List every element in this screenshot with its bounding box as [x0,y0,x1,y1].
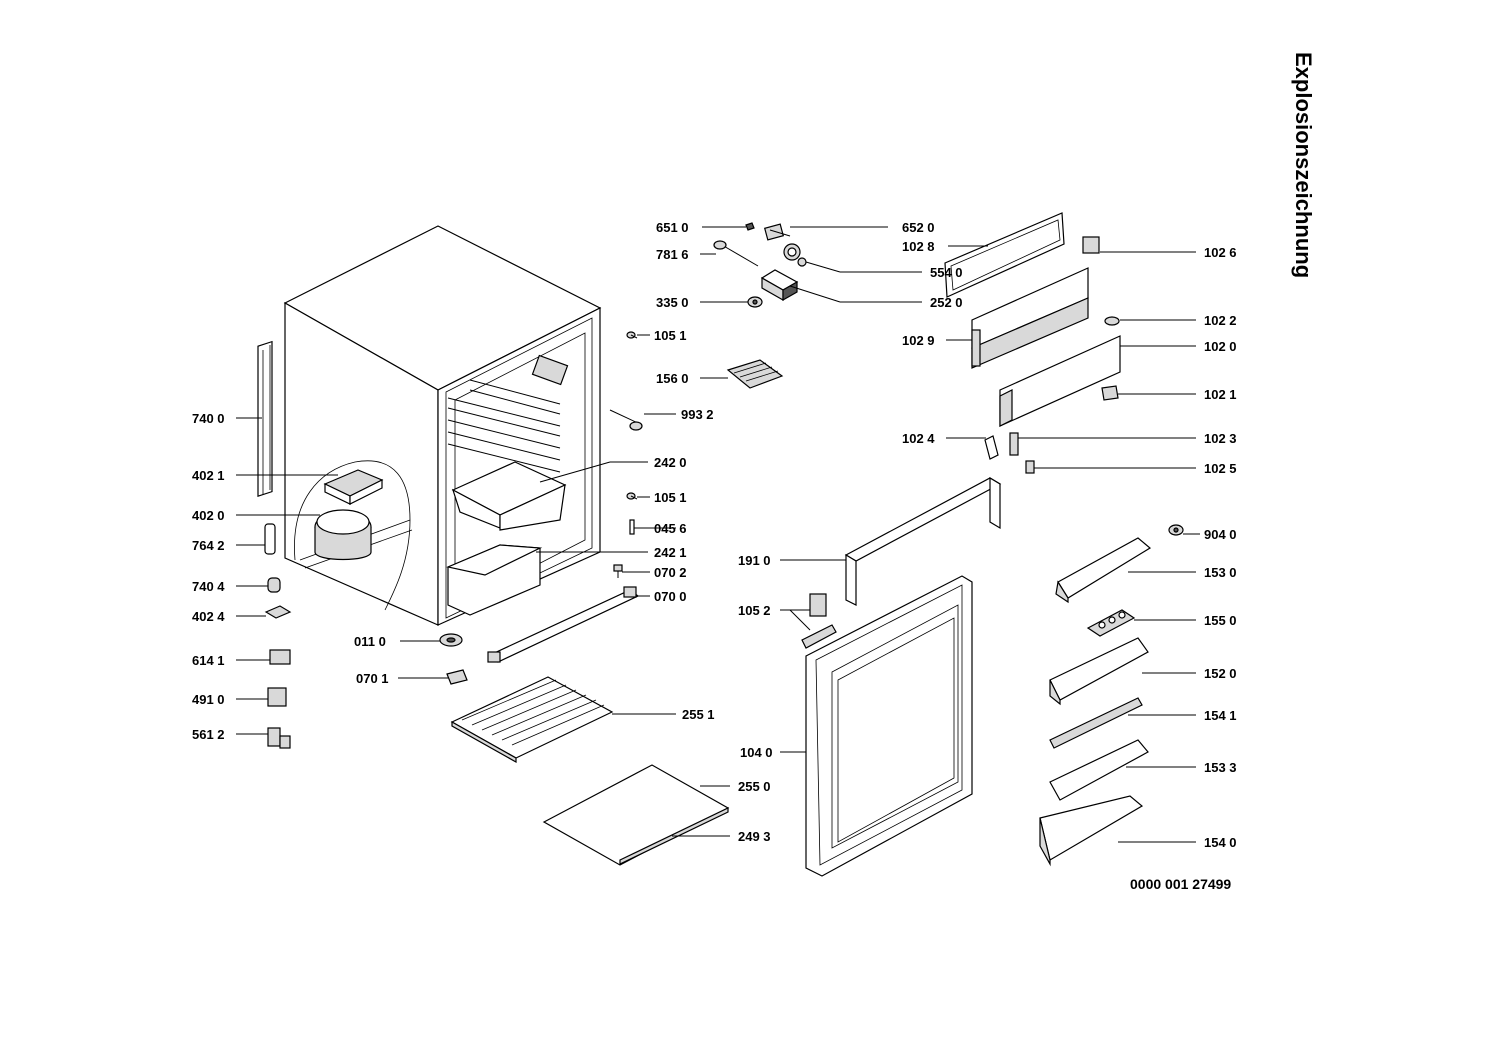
label-255-1: 255 1 [682,707,715,722]
label-335-0: 335 0 [656,295,689,310]
wire-shelf [450,676,614,764]
clip-070-2 [613,564,623,578]
label-740-4: 740 4 [192,579,225,594]
label-153-0: 153 0 [1204,565,1237,580]
label-102-1: 102 1 [1204,387,1237,402]
label-651-0: 651 0 [656,220,689,235]
label-102-6: 102 6 [1204,245,1237,260]
label-154-0: 154 0 [1204,835,1237,850]
screw-105-1b [626,492,638,500]
label-402-4: 402 4 [192,609,225,624]
label-904-0: 904 0 [1204,527,1237,542]
label-255-0: 255 0 [738,779,771,794]
door-shelves [1039,524,1184,867]
label-740-0: 740 0 [192,411,225,426]
leader-lines [236,226,1200,843]
label-764-2: 764 2 [192,538,225,553]
label-156-0: 156 0 [656,371,689,386]
label-105-2: 105 2 [738,603,771,618]
label-153-3: 153 3 [1204,760,1237,775]
label-993-2: 993 2 [681,407,714,422]
label-614-1: 614 1 [192,653,225,668]
probe [609,409,643,431]
label-554-0: 554 0 [930,265,963,280]
foot-011-0 [439,633,463,647]
door-frame [844,476,1002,606]
label-102-2: 102 2 [1204,313,1237,328]
label-154-1: 154 1 [1204,708,1237,723]
cabinet [257,225,602,626]
label-252-0: 252 0 [930,295,963,310]
label-102-9: 102 9 [902,333,935,348]
label-191-0: 191 0 [738,553,771,568]
freezer-flap [944,212,1121,474]
label-155-0: 155 0 [1204,613,1237,628]
label-402-0: 402 0 [192,508,225,523]
label-102-4: 102 4 [902,431,935,446]
label-402-1: 402 1 [192,468,225,483]
label-011-0: 011 0 [354,634,386,649]
label-104-0: 104 0 [740,745,773,760]
main-door [801,575,973,877]
label-045-6: 045 6 [654,521,687,536]
label-102-5: 102 5 [1204,461,1237,476]
label-102-0: 102 0 [1204,339,1237,354]
label-105-1-top: 105 1 [654,328,687,343]
label-561-2: 561 2 [192,727,225,742]
side-parts [264,523,292,749]
pin-045-6 [629,519,635,535]
label-242-0: 242 0 [654,455,687,470]
label-070-1: 070 1 [356,671,389,686]
part-labels: 651 0 652 0 102 8 102 6 781 6 554 0 335 … [192,220,1237,850]
drawing-number: 0000 001 27499 [1130,876,1231,892]
label-781-6: 781 6 [656,247,689,262]
label-652-0: 652 0 [902,220,935,235]
label-102-3: 102 3 [1204,431,1237,446]
label-491-0: 491 0 [192,692,225,707]
part-070-1 [446,669,468,685]
label-242-1: 242 1 [654,545,687,560]
label-070-0: 070 0 [654,589,687,604]
ice-tray [726,359,784,389]
diagram-title: Explosionszeichnung [1291,52,1316,278]
label-102-8: 102 8 [902,239,935,254]
label-105-1-mid: 105 1 [654,490,687,505]
label-070-2: 070 2 [654,565,687,580]
label-249-3: 249 3 [738,829,771,844]
label-152-0: 152 0 [1204,666,1237,681]
control-components [626,222,807,339]
glass-plate [542,764,730,866]
